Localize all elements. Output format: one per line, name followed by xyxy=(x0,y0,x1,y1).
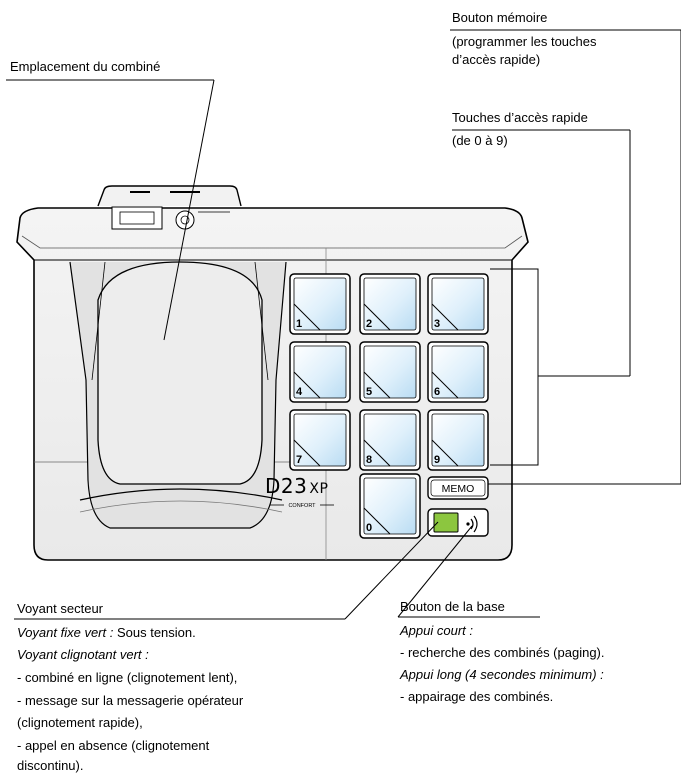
handset-cradle xyxy=(69,261,287,529)
key-label: 6 xyxy=(434,386,440,398)
key-6[interactable]: 6 xyxy=(427,341,489,403)
power-led-fixed-label: Voyant fixe vert : xyxy=(17,625,114,640)
memo-button-desc-line1: (programmer les touches xyxy=(452,34,597,49)
key-3[interactable]: 3 xyxy=(427,273,489,335)
top-connector xyxy=(97,185,242,230)
logo-brand: D23 xyxy=(265,474,307,498)
logo-model: XP xyxy=(309,481,328,497)
paging-signal-icon xyxy=(466,515,478,533)
power-led-fixed-text: Sous tension. xyxy=(116,625,196,640)
power-led-blink-label: Voyant clignotant vert : xyxy=(17,647,149,662)
key-label: 7 xyxy=(296,454,302,466)
key-0[interactable]: 0 xyxy=(359,473,421,539)
power-led-fixed: Voyant fixe vert : Sous tension. xyxy=(17,624,196,642)
base-button-long-label: Appui long (4 secondes minimum) : xyxy=(400,667,604,682)
logo-tagline: CONFORT xyxy=(288,503,316,509)
power-led-item: - appel en absence (clignotement xyxy=(17,738,210,753)
leader-lines xyxy=(6,29,681,620)
handset-slot-label: Emplacement du combiné xyxy=(10,59,161,74)
key-label: 2 xyxy=(366,318,372,330)
key-label: 4 xyxy=(296,386,303,398)
key-2[interactable]: 2 xyxy=(359,273,421,335)
key-1[interactable]: 1 xyxy=(289,273,351,335)
base-button-long-text: - appairage des combinés. xyxy=(400,689,554,704)
power-led-item: - combiné en ligne (clignotement lent), xyxy=(17,670,238,685)
memo-key[interactable]: MEMO xyxy=(427,476,489,500)
power-led-item: discontinu). xyxy=(17,758,84,773)
keypad: 1 2 3 4 5 6 7 8 9 0 xyxy=(289,273,489,539)
key-9[interactable]: 9 xyxy=(427,409,489,471)
key-label: 5 xyxy=(366,386,372,398)
power-led-item: - message sur la messagerie opérateur xyxy=(17,693,244,708)
quick-keys-title: Touches d’accès rapide xyxy=(452,110,588,125)
key-4[interactable]: 4 xyxy=(289,341,351,403)
power-led xyxy=(433,512,459,533)
base-button[interactable] xyxy=(427,508,489,537)
base-button-short-label: Appui court : xyxy=(400,623,473,638)
memo-button-desc-line2: d’accès rapide) xyxy=(452,52,541,67)
key-label: 8 xyxy=(366,454,372,466)
key-label: 9 xyxy=(434,454,440,466)
key-label: 0 xyxy=(366,522,372,534)
base-button-title: Bouton de la base xyxy=(400,599,505,614)
quick-keys-desc: (de 0 à 9) xyxy=(452,133,508,148)
key-label: 1 xyxy=(296,318,302,330)
key-5[interactable]: 5 xyxy=(359,341,421,403)
power-led-item: (clignotement rapide), xyxy=(17,715,143,730)
power-led-title: Voyant secteur xyxy=(17,601,103,616)
memo-button-title: Bouton mémoire xyxy=(452,10,548,25)
base-button-short-text: - recherche des combinés (paging). xyxy=(400,645,605,660)
memo-key-label: MEMO xyxy=(442,483,475,495)
key-7[interactable]: 7 xyxy=(289,409,351,471)
key-8[interactable]: 8 xyxy=(359,409,421,471)
key-label: 3 xyxy=(434,318,440,330)
